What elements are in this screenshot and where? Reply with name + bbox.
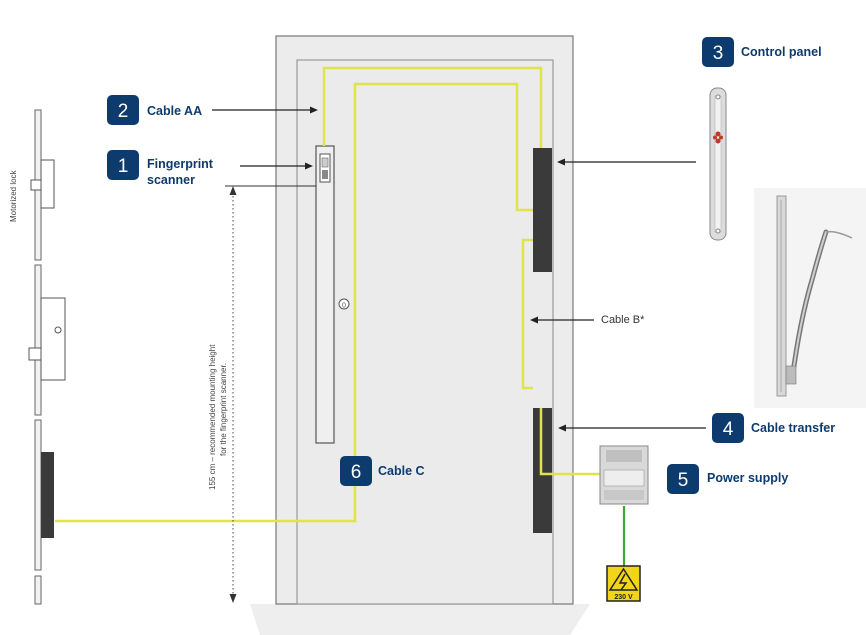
- control-panel-led-4: [719, 135, 723, 140]
- door-strip-top: [533, 148, 552, 272]
- arrows: [212, 106, 706, 432]
- lock-box-2: [40, 297, 66, 381]
- callout-cable-aa: 2 Cable AA: [107, 95, 202, 125]
- dimension-arrow-bottom: [229, 594, 237, 603]
- power-supply-top: [606, 450, 642, 462]
- badge-3-number: 3: [713, 43, 724, 64]
- cable-transfer-wire: [825, 230, 853, 239]
- callout-cable-c: 6 Cable C: [340, 456, 425, 486]
- control-panel-screw-top: [715, 94, 721, 100]
- callout-4-text: Cable transfer: [751, 421, 835, 435]
- cable-c-line: [55, 480, 357, 523]
- fingerprint-scanner-device: [319, 153, 331, 183]
- mounting-height-text-1: 155 cm – recommended mounting height: [208, 344, 217, 490]
- cable-b-label: Cable B*: [601, 314, 645, 326]
- cable-transfer-background: [754, 188, 866, 408]
- fingerprint-sensor: [321, 157, 329, 168]
- floor-shadow: [250, 604, 590, 635]
- lock-strip-3: [34, 419, 42, 571]
- badge-5: [667, 464, 699, 494]
- callout-power-supply: 5 Power supply: [667, 464, 788, 494]
- cable-transfer-device-icon: [754, 188, 866, 408]
- callout-fingerprint-scanner: 1 Fingerprint scanner: [107, 150, 214, 187]
- power-supply-icon: [599, 445, 649, 505]
- control-panel-icon: [709, 87, 727, 241]
- callout-cable-transfer: 4 Cable transfer: [712, 413, 835, 443]
- badge-1: [107, 150, 139, 180]
- arrow-cable-b-head: [530, 316, 538, 324]
- callout-6-text: Cable C: [378, 464, 425, 478]
- badge-4-number: 4: [723, 419, 734, 440]
- badge-3: [702, 37, 734, 67]
- callout-5-text: Power supply: [707, 471, 788, 485]
- door: 0: [275, 35, 574, 605]
- control-panel-face: [714, 95, 722, 233]
- motorized-lock: Motorized lock: [9, 109, 66, 605]
- mounting-height-dimension: 155 cm – recommended mounting height for…: [208, 185, 316, 603]
- badge-1-number: 1: [118, 156, 129, 177]
- cable-transfer-mount: [785, 365, 797, 385]
- badge-2: [107, 95, 139, 125]
- cables: [55, 66, 601, 523]
- badge-5-number: 5: [678, 470, 689, 491]
- dimension-arrow-top: [229, 186, 237, 195]
- door-strip-bottom: [533, 408, 552, 533]
- badge-4: [712, 413, 744, 443]
- lock-motor-block: [41, 452, 54, 538]
- handle-mark: 0: [342, 303, 346, 310]
- lock-strip-2: [34, 264, 42, 416]
- cable-inner-loop: [353, 82, 533, 480]
- warning-triangle: [608, 567, 639, 591]
- power-supply-label-area: [603, 469, 645, 487]
- lock-box-1: [40, 159, 55, 209]
- callout-3-text: Control panel: [741, 45, 822, 59]
- lock-latch-1: [30, 179, 42, 191]
- arrow-cable-aa-head: [310, 106, 318, 114]
- power-supply-terminals: [604, 490, 644, 500]
- cable-transfer-arm-highlight: [791, 231, 827, 381]
- fingerprint-sensor-lower: [322, 170, 328, 179]
- door-leaf: [296, 59, 554, 605]
- callout-1-text-line2: scanner: [147, 173, 195, 187]
- badge-2-number: 2: [118, 101, 129, 122]
- callout-1-text-line1: Fingerprint: [147, 157, 214, 171]
- cable-b-line: [521, 238, 533, 390]
- arrow-scanner-head: [305, 162, 313, 170]
- control-panel-led-1: [715, 131, 721, 137]
- callout-control-panel: 3 Control panel: [702, 37, 822, 67]
- lock-spindle: [54, 326, 62, 334]
- high-voltage-warning-icon: 230 V: [606, 565, 641, 602]
- mounting-height-text-2: for the fingerprint scanner.: [219, 363, 228, 456]
- badge-6: [340, 456, 372, 486]
- lock-cylinder: [338, 298, 350, 310]
- arrow-control-panel-head: [557, 158, 565, 166]
- cable-transfer-to-supply: [539, 408, 601, 476]
- control-panel-led-2: [715, 138, 721, 144]
- cable-aa-line: [322, 66, 543, 148]
- lock-strip-4: [34, 575, 42, 605]
- door-handle-bar: [315, 145, 335, 444]
- motorized-lock-label: Motorized lock: [9, 169, 18, 222]
- control-panel-led-3: [713, 135, 717, 140]
- lightning-bolt: [618, 573, 628, 591]
- voltage-label: 230 V: [614, 594, 633, 601]
- arrow-cable-transfer-head: [558, 424, 566, 432]
- badge-6-number: 6: [351, 462, 362, 483]
- lock-latch-2: [28, 347, 42, 361]
- control-panel-screw-bottom: [715, 228, 721, 234]
- callout-2-text: Cable AA: [147, 104, 202, 118]
